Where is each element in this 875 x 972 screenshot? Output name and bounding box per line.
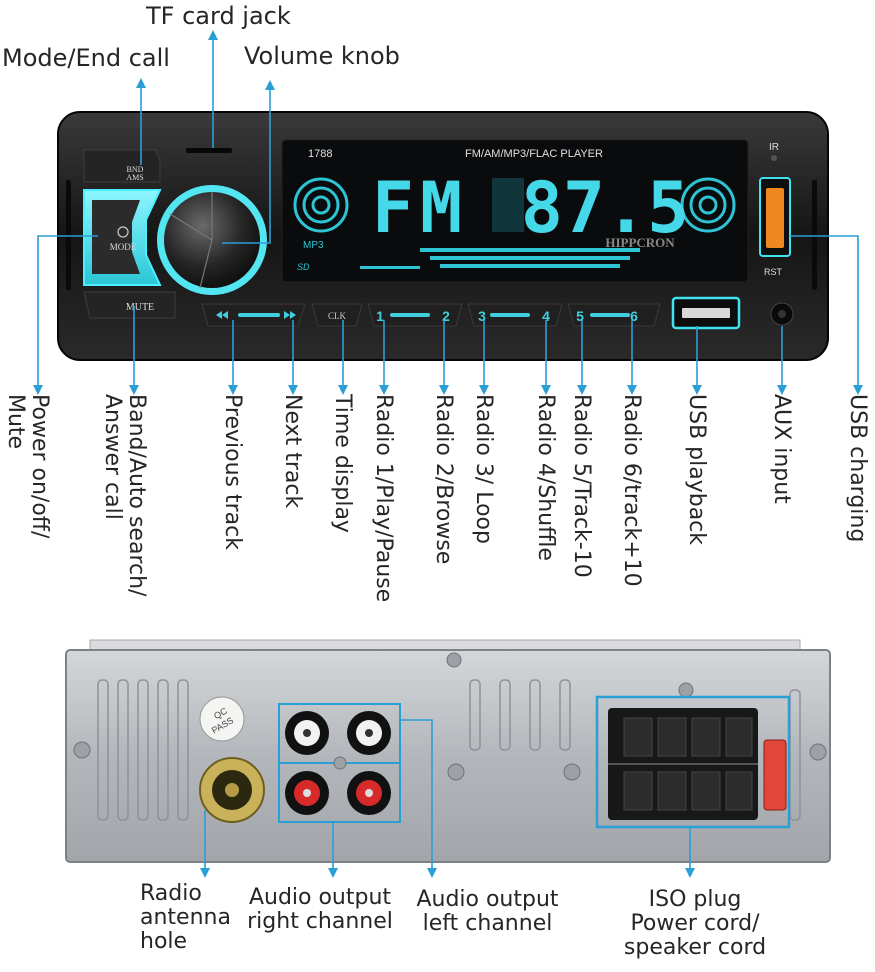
- front-panel: BND AMS MODE MUTE 1788 FM/AM/MP3/FLAC PL…: [57, 111, 829, 361]
- back-leader-lines: [204, 719, 691, 873]
- svg-text:6: 6: [630, 308, 638, 324]
- label-radio-4: Radio 4/Shuffle: [533, 394, 558, 561]
- band-ams-text-2: AMS: [126, 173, 143, 182]
- svg-text:RST: RST: [764, 267, 783, 277]
- label-previous-track: Previous track: [220, 394, 245, 550]
- svg-text:FM/AM/MP3/FLAC PLAYER: FM/AM/MP3/FLAC PLAYER: [465, 148, 603, 160]
- label-radio-3: Radio 3/ Loop: [471, 394, 496, 544]
- band-ams-text-1: BND: [127, 165, 144, 174]
- label-radio-5: Radio 5/Track-10: [569, 394, 594, 578]
- svg-text:1788: 1788: [308, 148, 332, 160]
- svg-text:MUTE: MUTE: [126, 302, 154, 313]
- clk-button[interactable]: [311, 303, 363, 327]
- label-radio-2: Radio 2/Browse: [431, 394, 456, 565]
- label-volume-knob: Volume knob: [244, 42, 400, 70]
- svg-text:CLK: CLK: [328, 311, 347, 321]
- label-aux-input: AUX input: [769, 394, 794, 504]
- iso-plug-box: [595, 695, 791, 829]
- fuse: [763, 739, 787, 811]
- tf-card-slot: [186, 148, 232, 153]
- svg-text:3: 3: [478, 308, 486, 324]
- label-band: Band/Auto search/ Answer call: [100, 394, 149, 597]
- back-panel: QC PASS: [65, 639, 831, 863]
- label-antenna: Radio antenna hole: [140, 881, 231, 954]
- svg-text:MP3: MP3: [303, 240, 324, 251]
- label-power: Power on/off/ Mute: [3, 394, 52, 539]
- svg-text:1: 1: [376, 308, 384, 324]
- label-mode-end: Mode/End call: [2, 44, 170, 72]
- svg-text:IR: IR: [769, 142, 779, 153]
- label-usb-playback: USB playback: [684, 394, 709, 546]
- svg-text:2: 2: [442, 308, 450, 324]
- qc-pass-sticker: [199, 696, 245, 742]
- rca-white-jacks: [285, 711, 391, 755]
- label-usb-charging: USB charging: [845, 394, 870, 543]
- svg-text:SD: SD: [297, 262, 310, 272]
- front-leader-lines: [37, 37, 859, 390]
- band-ams-button[interactable]: [83, 149, 161, 183]
- label-audio-right: Audio output right channel: [247, 885, 393, 934]
- mute-button[interactable]: [83, 291, 176, 319]
- label-iso-plug: ISO plug Power cord/ speaker cord: [623, 887, 767, 960]
- mode-button[interactable]: [92, 200, 140, 274]
- label-tf-card: TF card jack: [146, 2, 291, 30]
- display-band-text: FM: [372, 167, 468, 249]
- svg-text:HIPPCRON: HIPPCRON: [605, 235, 675, 250]
- power-icon: [117, 226, 129, 238]
- rca-red-jacks: [285, 771, 391, 815]
- label-audio-left: Audio output left channel: [416, 887, 559, 936]
- label-next-track: Next track: [280, 394, 305, 509]
- svg-text:4: 4: [542, 308, 550, 324]
- svg-text:MODE: MODE: [110, 242, 137, 252]
- svg-text:5: 5: [576, 308, 584, 324]
- label-radio-1: Radio 1/Play/Pause: [371, 394, 396, 603]
- label-radio-6: Radio 6/track+10: [619, 394, 644, 587]
- display-freq-text: 87.5: [521, 167, 690, 249]
- label-time-display: Time display: [330, 394, 355, 533]
